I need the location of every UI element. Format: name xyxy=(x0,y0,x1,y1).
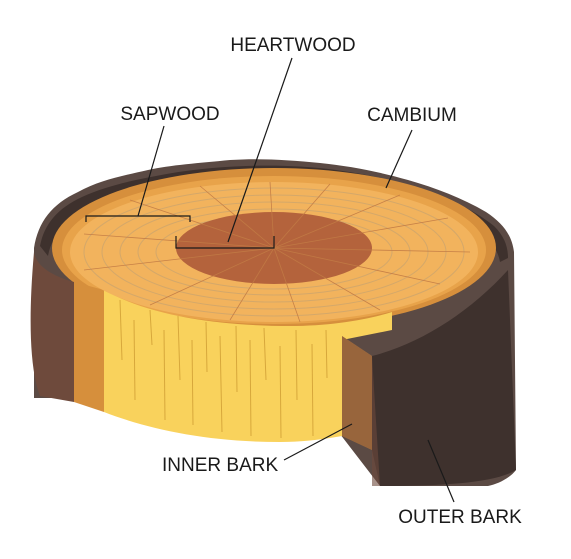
outer-bark-right-face xyxy=(372,270,516,486)
inner-bark-left-face xyxy=(74,282,104,412)
inner-bark-leader xyxy=(283,423,353,461)
cambium-label: CAMBIUM xyxy=(367,105,457,126)
inner-bark-label: INNER BARK xyxy=(162,455,278,476)
outer-bark-leader xyxy=(427,439,455,503)
sapwood-leader xyxy=(137,125,165,217)
medullary-rays xyxy=(83,181,471,323)
sapwood-bracket xyxy=(85,215,191,222)
sapwood-side xyxy=(104,290,392,442)
heartwood-label: HEARTWOOD xyxy=(230,35,355,56)
sapwood-label: SAPWOOD xyxy=(120,104,219,125)
cambium-leader xyxy=(385,129,413,189)
heartwood-leader xyxy=(227,57,293,243)
outer-bark-label: OUTER BARK xyxy=(398,507,522,528)
sapwood-grain xyxy=(119,299,328,439)
heartwood-bracket xyxy=(175,236,275,249)
outer-bark-left-face xyxy=(30,252,74,402)
bark-cut-edge xyxy=(342,336,380,486)
